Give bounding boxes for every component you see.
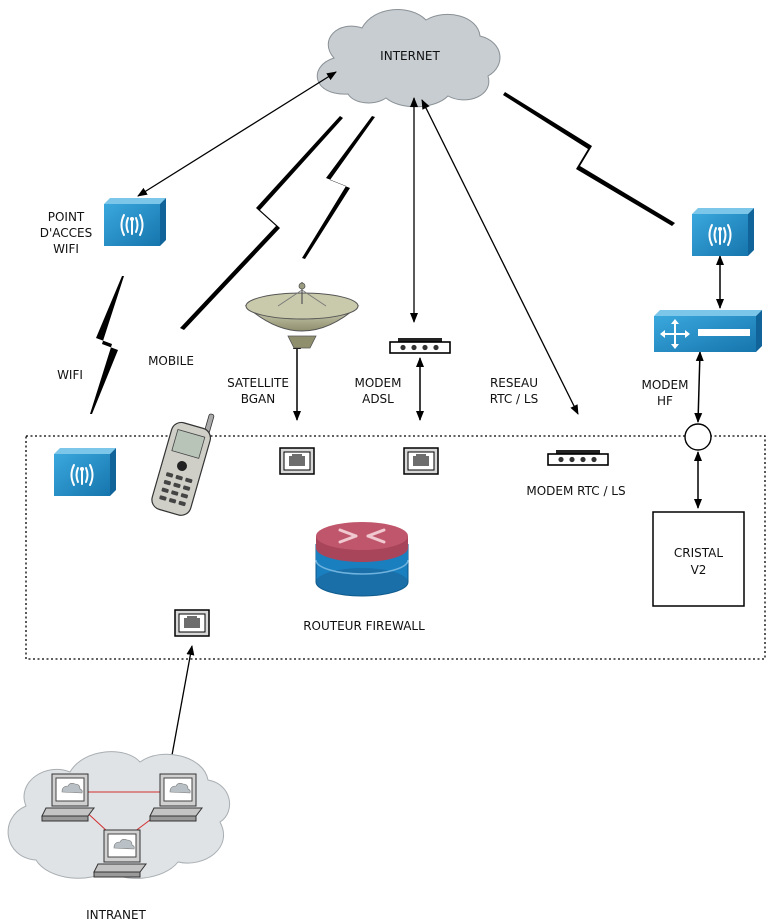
satellite-label-line2: BGAN xyxy=(240,392,276,406)
hf-label-line1: MODEM xyxy=(641,378,689,392)
modem-icon xyxy=(547,449,609,466)
ethernet-port-icon xyxy=(279,447,315,475)
wifi-label: WIFI xyxy=(57,368,83,382)
router-icon xyxy=(315,522,409,597)
wifi-access-point-label-line2: D'ACCES xyxy=(39,226,93,240)
wifi-access-point-label-line1: POINT xyxy=(47,210,85,224)
cristal-label-line1: CRISTAL xyxy=(673,546,724,560)
rtc-link xyxy=(421,99,579,415)
mobile-phone-icon xyxy=(151,413,215,516)
rtc-label-line2: RTC / LS xyxy=(489,392,539,406)
hf-switch-junction-link xyxy=(694,351,704,423)
adsl-label-line1: MODEM xyxy=(354,376,402,390)
wifi-access-point-label-line3: WIFI xyxy=(53,242,79,256)
wireless-access-point-icon xyxy=(53,447,117,497)
ethernet-port-icon xyxy=(403,447,439,475)
lightning-bolt-icon xyxy=(90,276,124,414)
junction-node xyxy=(684,423,712,451)
site-enclosure xyxy=(25,435,766,660)
router-label: ROUTEUR FIREWALL xyxy=(303,619,425,633)
lightning-bolt-icon xyxy=(302,116,375,259)
ethernet-port-icon xyxy=(174,609,210,637)
wireless-access-point-icon xyxy=(691,207,755,257)
modem-rtc-label: MODEM RTC / LS xyxy=(526,484,626,498)
cristal-label-line2: V2 xyxy=(690,563,707,577)
wifi-ap-link xyxy=(137,71,337,197)
satellite-dish-icon xyxy=(244,282,360,349)
switch-icon xyxy=(654,310,762,352)
rtc-label-line1: RESEAU xyxy=(489,376,539,390)
wireless-access-point-icon xyxy=(103,197,167,247)
mobile-label: MOBILE xyxy=(148,354,194,368)
modem-icon xyxy=(389,337,451,354)
cristal-v2-box xyxy=(652,511,745,607)
lightning-bolt-icon xyxy=(503,92,675,226)
satellite-label-line1: SATELLITE xyxy=(227,376,289,390)
internet-label: INTERNET xyxy=(380,49,440,63)
adsl-label-line2: ADSL xyxy=(362,392,394,406)
hf-label-line2: HF xyxy=(657,394,673,408)
intranet-label: INTRANET xyxy=(86,908,146,922)
intranet-link xyxy=(167,645,195,767)
